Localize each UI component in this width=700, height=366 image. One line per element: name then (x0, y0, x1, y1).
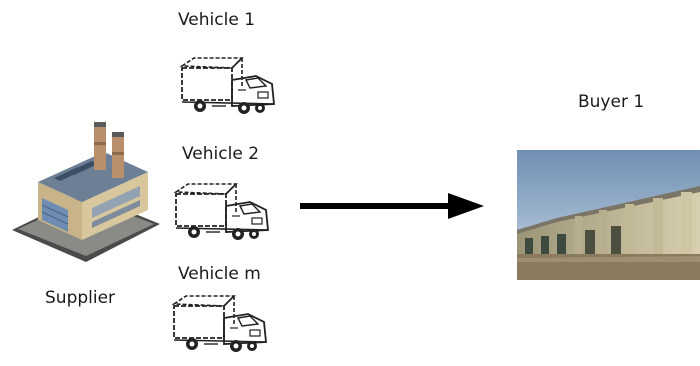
vehicle-m-label: Vehicle m (178, 264, 261, 284)
supplier-label: Supplier (45, 288, 116, 308)
truck-icon (173, 295, 267, 353)
arrow-right-icon (300, 193, 484, 219)
factory-icon (12, 122, 160, 262)
truck-icon (175, 183, 269, 241)
warehouse-photo (517, 150, 700, 280)
vehicle-1-label: Vehicle 1 (178, 10, 256, 30)
vehicle-2-label: Vehicle 2 (182, 144, 260, 164)
truck-icon (181, 57, 275, 115)
buyer-label: Buyer 1 (578, 92, 645, 112)
